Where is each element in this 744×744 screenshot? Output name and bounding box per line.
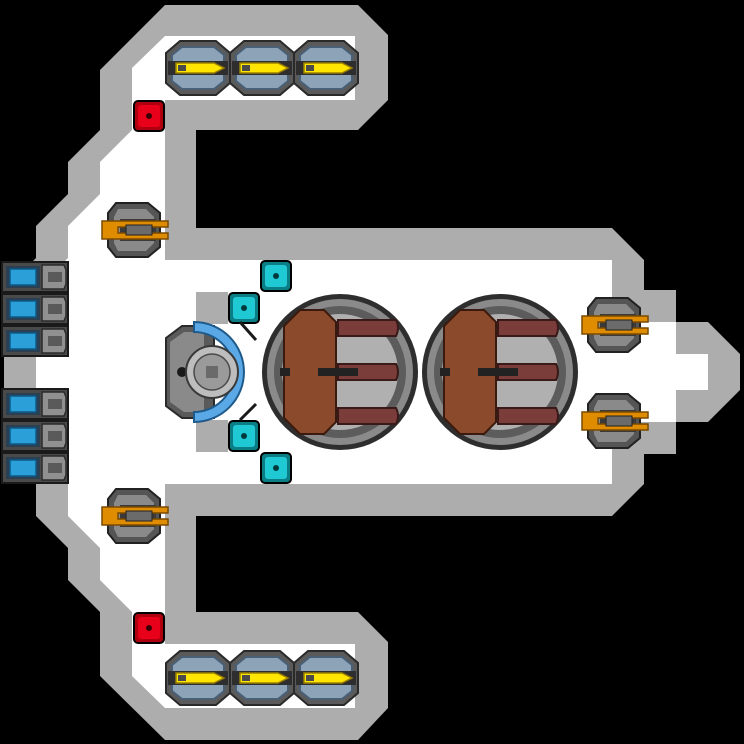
- teal-node-icon[interactable]: [260, 452, 292, 484]
- reactor-core-icon[interactable]: [165, 292, 258, 452]
- blue-thruster-icon[interactable]: [1, 293, 69, 325]
- triple-barrel-turret-icon[interactable]: [421, 293, 579, 451]
- missile-rack-icon[interactable]: [293, 650, 359, 706]
- thruster-bank-upper: [1, 261, 69, 357]
- missile-rack-icon[interactable]: [165, 40, 231, 96]
- triple-barrel-turret-icon[interactable]: [261, 293, 419, 451]
- missile-rack-icon[interactable]: [293, 40, 359, 96]
- blue-thruster-icon[interactable]: [1, 325, 69, 357]
- red-warning-light-icon[interactable]: [133, 100, 165, 132]
- blue-thruster-icon[interactable]: [1, 261, 69, 293]
- teal-node-icon[interactable]: [260, 260, 292, 292]
- blue-thruster-icon[interactable]: [1, 388, 69, 420]
- thruster-bank-lower: [1, 388, 69, 484]
- missile-rack-icon[interactable]: [229, 40, 295, 96]
- blue-thruster-icon[interactable]: [1, 420, 69, 452]
- autocannon-icon[interactable]: [101, 488, 169, 544]
- teal-node-icon[interactable]: [228, 292, 260, 324]
- missile-rack-group-bottom: [165, 650, 359, 706]
- missile-rack-icon[interactable]: [229, 650, 295, 706]
- missile-rack-icon[interactable]: [165, 650, 231, 706]
- missile-rack-group-top: [165, 40, 359, 96]
- blue-thruster-icon[interactable]: [1, 452, 69, 484]
- teal-node-icon[interactable]: [228, 420, 260, 452]
- autocannon-icon[interactable]: [101, 202, 169, 258]
- red-warning-light-icon[interactable]: [133, 612, 165, 644]
- autocannon-icon[interactable]: [581, 393, 649, 449]
- autocannon-icon[interactable]: [581, 297, 649, 353]
